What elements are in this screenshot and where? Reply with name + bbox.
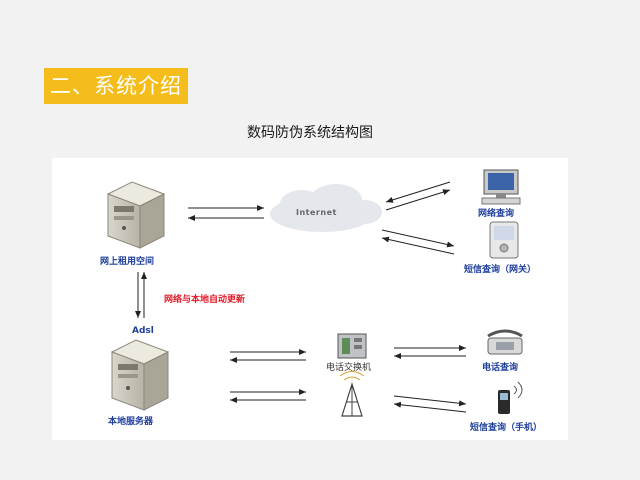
section-title: 二、系统介绍 <box>44 68 188 104</box>
arrow-to-web-query <box>385 189 451 211</box>
sms-gateway-icon <box>489 221 519 259</box>
internet-label: Internet <box>296 208 337 217</box>
phone-query-label: 电话查询 <box>482 363 519 373</box>
phone-switch-icon <box>337 333 367 359</box>
sms-mobile-label: 短信查询（手机） <box>470 423 543 433</box>
computer-icon <box>481 169 521 205</box>
internet-cloud-icon <box>270 184 382 232</box>
arrow-from-mobile <box>393 401 467 413</box>
sms-gateway-label: 短信查询（网关） <box>464 265 537 275</box>
diagram-artwork <box>106 169 523 417</box>
adsl-label: Adsl <box>132 326 154 336</box>
diagram-panel: Internet 网上租用空间 网络查询 短信查询（网关） 网络与本地自动更新 … <box>52 158 568 440</box>
online-server-icon <box>106 181 166 249</box>
cell-tower-icon <box>339 371 365 417</box>
diagram-title: 数码防伪系统结构图 <box>247 125 373 141</box>
phone-switch-label: 电话交换机 <box>326 363 372 373</box>
online-server-label: 网上租用空间 <box>100 257 155 267</box>
local-server-icon <box>110 339 170 411</box>
mobile-phone-icon <box>498 381 523 414</box>
sync-label: 网络与本地自动更新 <box>164 295 246 305</box>
arrow-to-mobile <box>393 395 467 407</box>
web-query-label: 网络查询 <box>478 209 515 219</box>
arrow-from-sms-gateway <box>381 236 455 255</box>
local-server-label: 本地服务器 <box>108 417 154 427</box>
arrow-to-sms-gateway <box>381 229 455 248</box>
telephone-icon <box>487 329 523 355</box>
arrow-from-web-query <box>385 181 451 203</box>
